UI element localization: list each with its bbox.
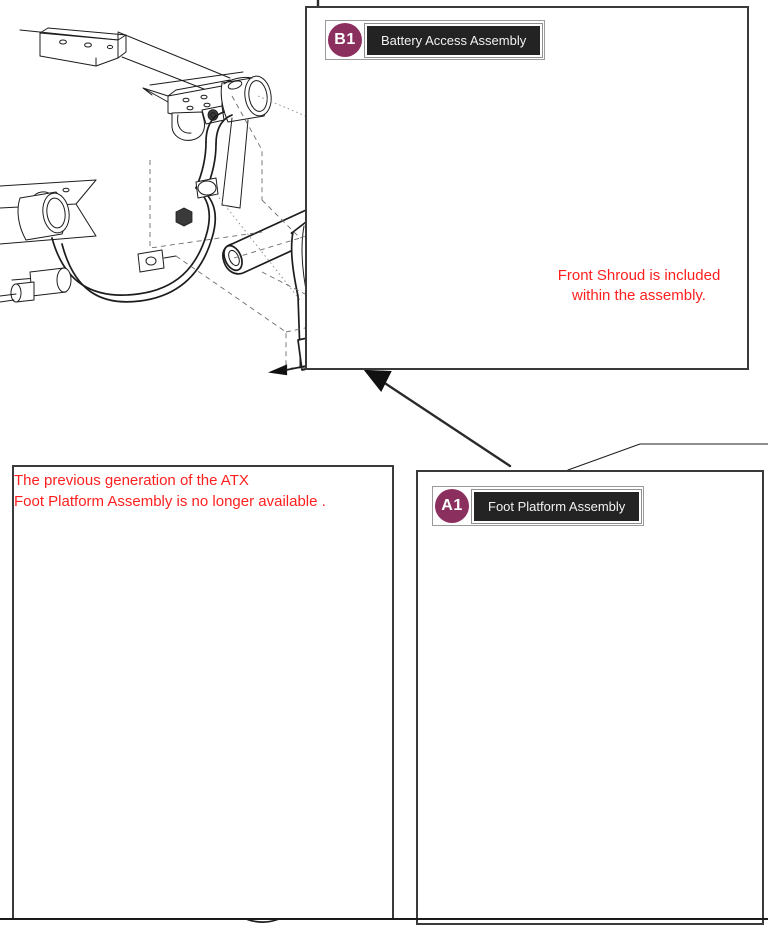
b1-badge: B1 bbox=[328, 23, 362, 57]
a1-connector-arrow bbox=[363, 369, 512, 468]
panel-a1-foot-platform-assembly: A1 Foot Platform Assembly bbox=[416, 470, 764, 925]
footer-divider bbox=[0, 918, 768, 920]
a1-title: Foot Platform Assembly bbox=[472, 489, 642, 523]
b1-callout-chip: B1 Battery Access Assembly bbox=[325, 20, 546, 60]
note-front-shroud-line1: Front Shroud is included bbox=[557, 267, 721, 284]
a1-badge: A1 bbox=[435, 489, 469, 523]
note-front-shroud: Front Shroud is included within the asse… bbox=[540, 266, 738, 306]
panel-legacy-foot-platform bbox=[12, 465, 394, 920]
a1-top-leader bbox=[567, 443, 768, 471]
panel-b1-battery-access-assembly: B1 Battery Access Assembly bbox=[305, 6, 749, 370]
b1-title: Battery Access Assembly bbox=[365, 23, 543, 57]
note-front-shroud-line2: within the assembly. bbox=[572, 287, 706, 304]
a1-callout-chip: A1 Foot Platform Assembly bbox=[432, 486, 645, 526]
note-legacy-unavailable: The previous generation of the ATX Foot … bbox=[14, 470, 374, 512]
note-legacy-line2: Foot Platform Assembly is no longer avai… bbox=[14, 493, 326, 510]
note-legacy-line1: The previous generation of the ATX bbox=[14, 472, 249, 489]
